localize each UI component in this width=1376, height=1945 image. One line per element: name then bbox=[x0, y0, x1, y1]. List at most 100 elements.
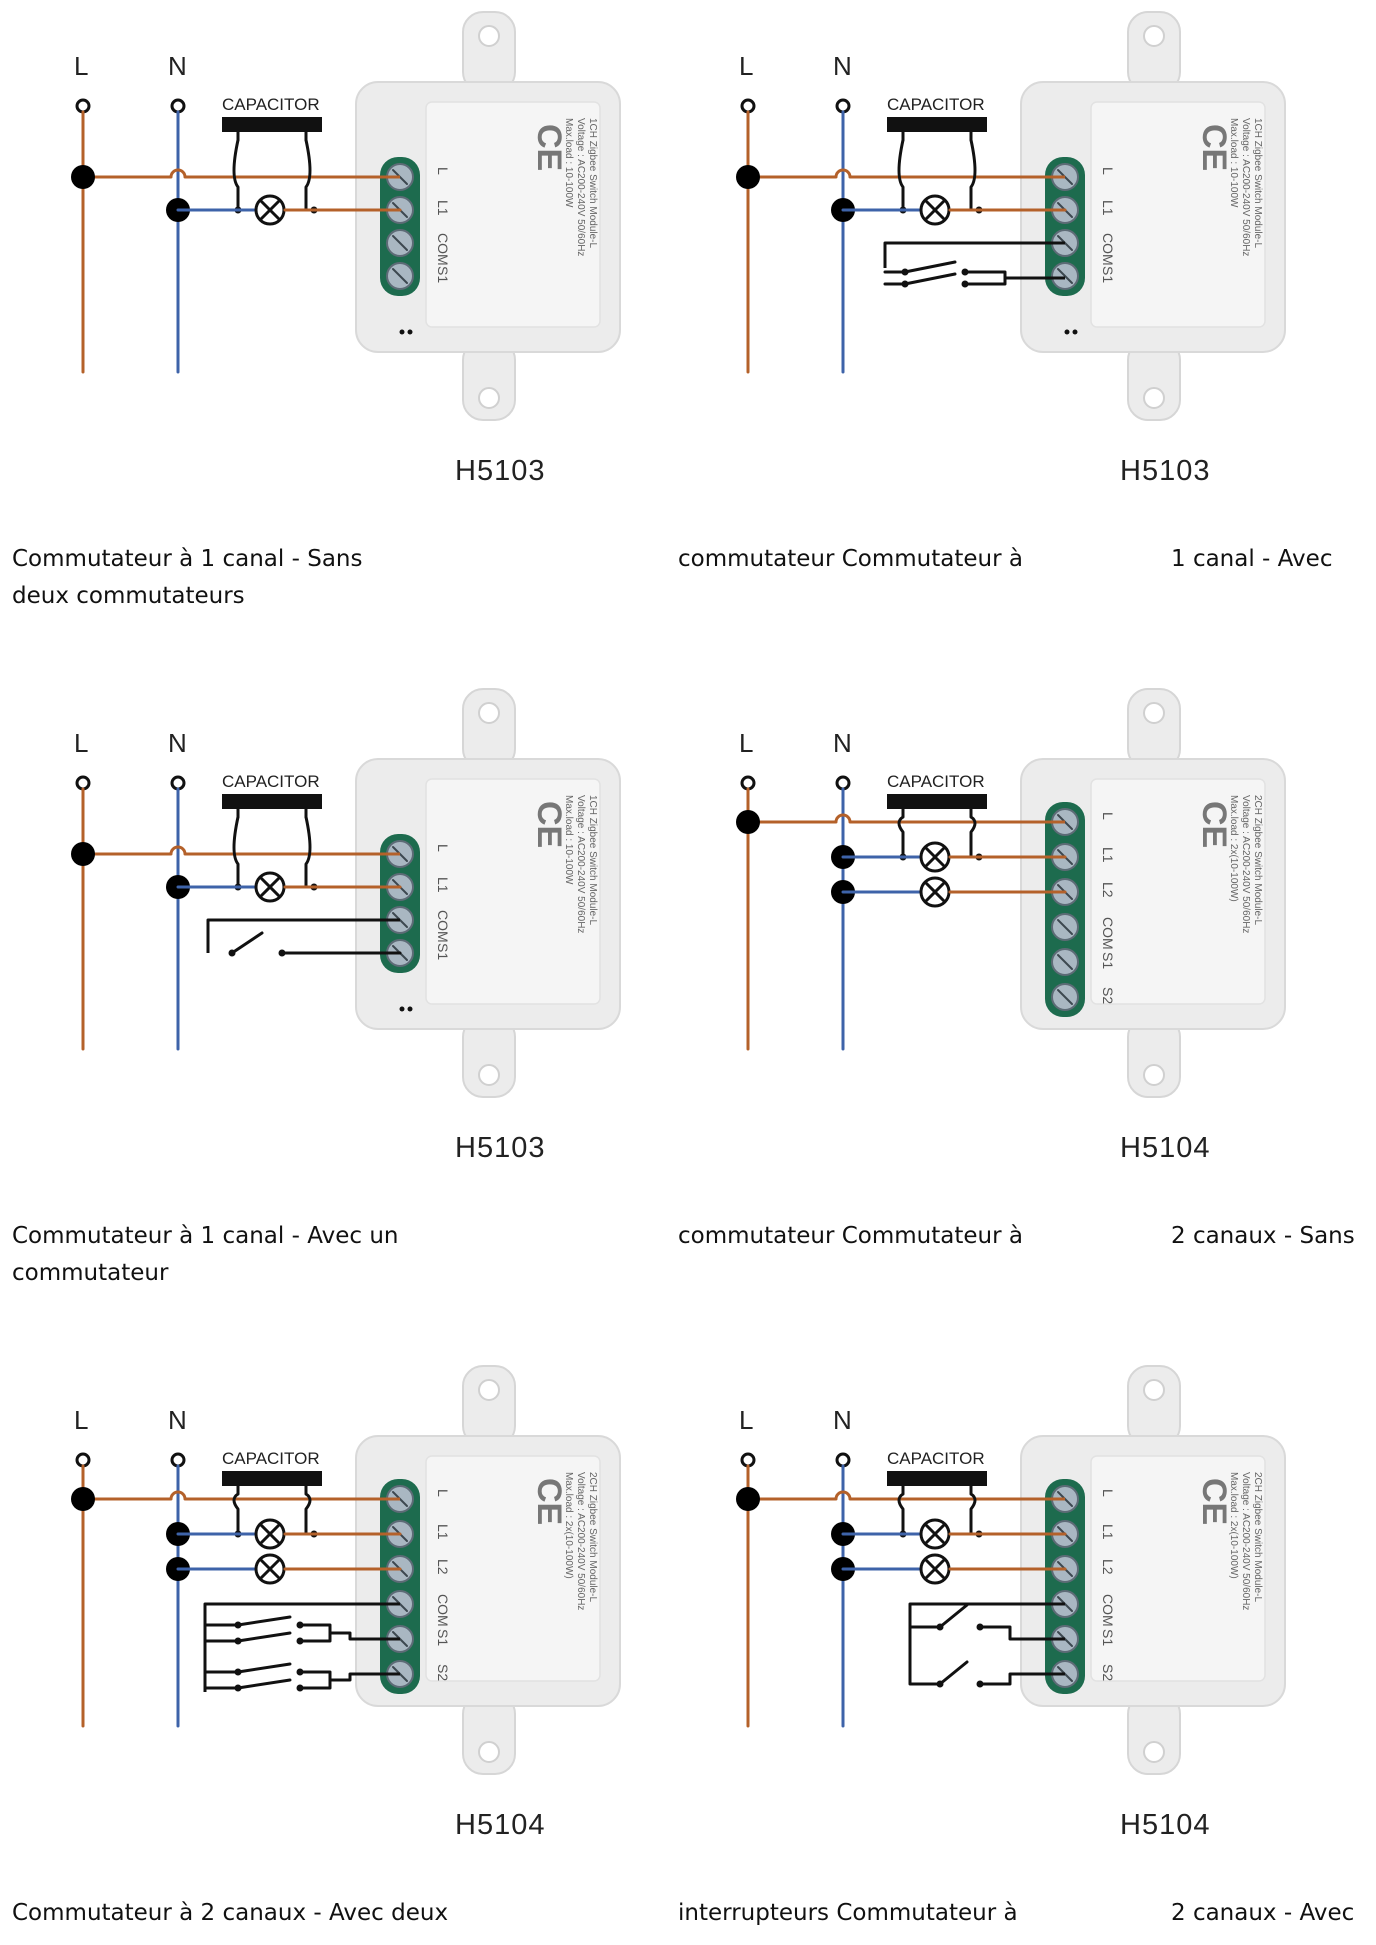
model-label: H5103 bbox=[1120, 455, 1211, 487]
switch-wire bbox=[330, 1631, 400, 1641]
mains-terminal bbox=[170, 775, 186, 791]
live-feed-wire bbox=[748, 1490, 1065, 1501]
module-spec-text: 2CH Zigbee Switch Module-L bbox=[1252, 1472, 1263, 1602]
lamp-cross bbox=[259, 199, 281, 221]
junction-dot bbox=[71, 842, 95, 866]
lamp-cross bbox=[259, 876, 281, 898]
mains-terminal bbox=[170, 1452, 186, 1468]
mains-terminal bbox=[75, 775, 91, 791]
switch-lever bbox=[903, 272, 957, 286]
caption-left-1: Commutateur à 1 canal - Sans deux commut… bbox=[12, 541, 362, 615]
terminal-label: L bbox=[1100, 167, 1116, 175]
mains-label: L bbox=[74, 51, 88, 81]
module-spec-text: Max.load : 10-100W bbox=[563, 118, 574, 208]
live-feed-wire bbox=[83, 845, 400, 856]
capacitor-symbol bbox=[887, 794, 987, 809]
mounting-tab-top bbox=[462, 1365, 516, 1447]
screw-hole bbox=[478, 1379, 500, 1401]
capacitor-lead bbox=[232, 816, 240, 887]
ce-mark-icon: CE bbox=[1195, 124, 1233, 171]
model-label: H5103 bbox=[455, 455, 546, 487]
capacitor-symbol bbox=[887, 117, 987, 132]
status-led bbox=[407, 329, 413, 335]
mains-terminal bbox=[740, 98, 756, 114]
status-led bbox=[1072, 329, 1078, 335]
switch-wire bbox=[330, 1672, 400, 1682]
screw-hole bbox=[478, 1741, 500, 1763]
module-spec-text: 2CH Zigbee Switch Module-L bbox=[587, 1472, 598, 1602]
junction-dot bbox=[736, 810, 760, 834]
capacitor-lead bbox=[232, 139, 240, 210]
mains-label: L bbox=[739, 1405, 753, 1435]
lamp-cross bbox=[924, 881, 946, 903]
terminal-label: L1 bbox=[435, 200, 451, 216]
terminal-label: L bbox=[435, 844, 451, 852]
terminal-block bbox=[380, 834, 420, 973]
caption-left-2: Commutateur à 1 canal - Avec un commutat… bbox=[12, 1218, 398, 1292]
status-led bbox=[407, 1006, 413, 1012]
terminal-label: S1 bbox=[1100, 266, 1116, 283]
switch-wire bbox=[908, 1602, 1065, 1684]
capacitor-lead bbox=[304, 139, 312, 210]
module-spec-text: Voltage : AC200-240V 50/60Hz bbox=[575, 795, 586, 933]
lamp-cross bbox=[924, 846, 946, 868]
lamp-cross bbox=[924, 1523, 946, 1545]
module-spec-text: Max.load : 10-100W bbox=[1228, 118, 1239, 208]
terminal-label: L1 bbox=[1100, 200, 1116, 216]
terminal-label: L bbox=[435, 167, 451, 175]
terminal-label: L2 bbox=[1100, 1559, 1116, 1575]
terminal-label: S1 bbox=[1100, 952, 1116, 969]
switch-wire bbox=[206, 918, 400, 953]
screw-slot bbox=[392, 235, 408, 251]
module-label-area bbox=[1090, 101, 1266, 328]
model-label: H5104 bbox=[455, 1809, 546, 1841]
screw-slot bbox=[392, 268, 408, 284]
screw-hole bbox=[1143, 387, 1165, 409]
capacitor-label: CAPACITOR bbox=[222, 772, 320, 791]
mains-terminal bbox=[75, 98, 91, 114]
terminal-label: L2 bbox=[435, 1559, 451, 1575]
caption-line: Commutateur à 2 canaux - Avec deux bbox=[12, 1900, 449, 1926]
switch-wire bbox=[980, 1625, 1065, 1641]
module-spec-text: Max.load : 10-100W bbox=[563, 795, 574, 885]
mains-label: N bbox=[833, 51, 852, 81]
screw-hole bbox=[1143, 25, 1165, 47]
terminal-label: COM bbox=[1100, 1594, 1116, 1627]
terminal-label: COM bbox=[435, 233, 451, 266]
module-spec-text: Max.load : 2x(10-100W) bbox=[1228, 795, 1239, 902]
caption-line: commutateur bbox=[12, 1260, 169, 1286]
mains-terminal bbox=[835, 98, 851, 114]
lamp-cross bbox=[259, 1523, 281, 1545]
mains-label: L bbox=[74, 1405, 88, 1435]
terminal-label: S1 bbox=[435, 1629, 451, 1646]
module-spec-text: Voltage : AC200-240V 50/60Hz bbox=[1240, 118, 1251, 256]
mounting-tab-top bbox=[1127, 1365, 1181, 1447]
junction-dot bbox=[71, 165, 95, 189]
module-label-area bbox=[1090, 778, 1266, 1005]
terminal-label: COM bbox=[435, 1594, 451, 1627]
mains-label: N bbox=[168, 1405, 187, 1435]
status-led bbox=[399, 329, 405, 335]
ce-mark-icon: CE bbox=[1195, 801, 1233, 848]
capacitor-symbol bbox=[222, 1471, 322, 1486]
capacitor-label: CAPACITOR bbox=[887, 1449, 985, 1468]
terminal-label: S2 bbox=[1100, 1664, 1116, 1681]
lamp-cross bbox=[259, 1558, 281, 1580]
junction-dot bbox=[71, 1487, 95, 1511]
terminal-label: COM bbox=[1100, 917, 1116, 950]
module-spec-text: Max.load : 2x(10-100W) bbox=[1228, 1472, 1239, 1579]
terminal-label: L1 bbox=[1100, 847, 1116, 863]
lamp-cross bbox=[924, 199, 946, 221]
status-led bbox=[399, 1006, 405, 1012]
mains-terminal bbox=[835, 775, 851, 791]
junction-dot bbox=[736, 165, 760, 189]
terminal-label: L1 bbox=[435, 1524, 451, 1540]
capacitor-lead bbox=[897, 815, 905, 857]
mains-terminal bbox=[740, 1452, 756, 1468]
caption-right-2: 2 canaux - Sans bbox=[1171, 1223, 1355, 1249]
module-label-area bbox=[425, 778, 601, 1005]
